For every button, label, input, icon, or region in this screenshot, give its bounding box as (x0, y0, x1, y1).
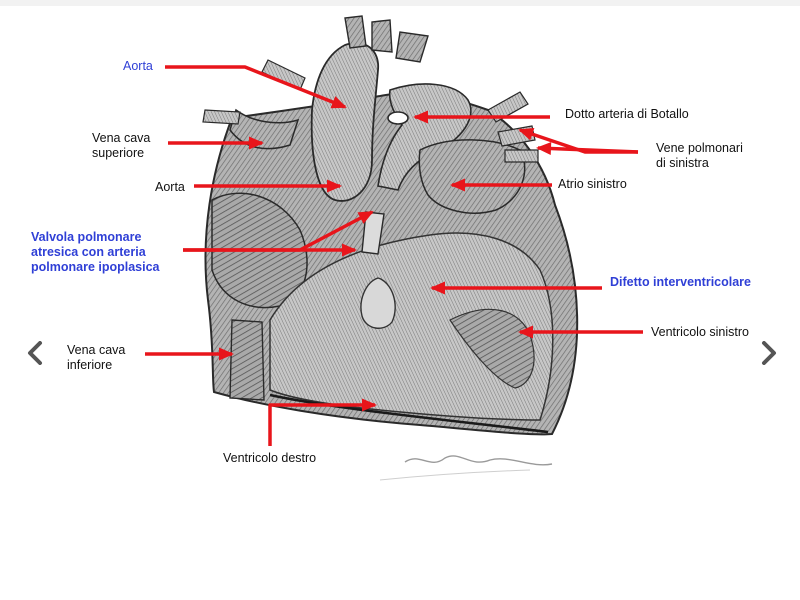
next-slide-button[interactable] (758, 336, 780, 370)
arrow-difetto-interventricolare (430, 281, 602, 295)
label-vena-cava-inferiore: Vena cava inferiore (67, 343, 126, 372)
arrow-vena-cava-inferiore-head (219, 347, 234, 361)
label-ventricolo-sinistro: Ventricolo sinistro (651, 325, 749, 339)
arrow-atrio-sinistro (450, 178, 552, 192)
arrow-valvola-1-head (357, 211, 374, 224)
arrow-aorta-top-head (330, 96, 347, 109)
arrow-dotto-botallo (413, 110, 550, 124)
arrow-aorta-top (165, 65, 347, 109)
arrow-atrio-sinistro-head (450, 178, 465, 192)
arrow-layer (145, 65, 643, 446)
arrow-ventricolo-destro-head (362, 398, 377, 412)
arrow-valvola-2 (183, 243, 357, 257)
prev-slide-button[interactable] (24, 336, 46, 370)
label-ventricolo-destro: Ventricolo destro (223, 451, 317, 465)
label-atrio-sinistro: Atrio sinistro (558, 177, 627, 191)
arrow-vene-polmonari-2-head (536, 142, 552, 156)
label-aorta-mid: Aorta (155, 180, 185, 194)
label-difetto-interventricolare: Difetto interventricolare (610, 275, 752, 289)
arrow-difetto-interventricolare-head (430, 281, 445, 295)
chevron-left-icon (28, 341, 42, 365)
arrow-vena-cava-superiore-head (249, 136, 264, 150)
arrow-vena-cava-inferiore (145, 347, 234, 361)
arrow-ventricolo-destro (268, 398, 377, 446)
arrow-aorta-mid (194, 179, 342, 193)
arrow-vena-cava-superiore (168, 136, 264, 150)
heart-illustration (202, 15, 579, 481)
arrow-dotto-botallo-head (413, 110, 428, 124)
label-valvola-polmonare: Valvola polmonare atresica con arteria p… (31, 230, 160, 274)
label-vena-cava-superiore: Vena cava superiore (92, 131, 151, 160)
label-vene-polmonari: Vene polmonari di sinistra (656, 141, 743, 170)
chevron-right-icon (762, 341, 776, 365)
label-dotto-botallo: Dotto arteria di Botallo (565, 107, 689, 121)
arrow-vene-polmonari-2 (536, 142, 639, 156)
arrow-aorta-mid-head (327, 179, 342, 193)
arrow-vene-polmonari-1-head (518, 128, 535, 141)
arrow-valvola-2-head (342, 243, 357, 257)
arrow-ventricolo-sinistro (518, 325, 643, 339)
top-bar (0, 0, 800, 6)
arrow-ventricolo-sinistro-head (518, 325, 533, 339)
label-aorta-top: Aorta (123, 59, 153, 73)
